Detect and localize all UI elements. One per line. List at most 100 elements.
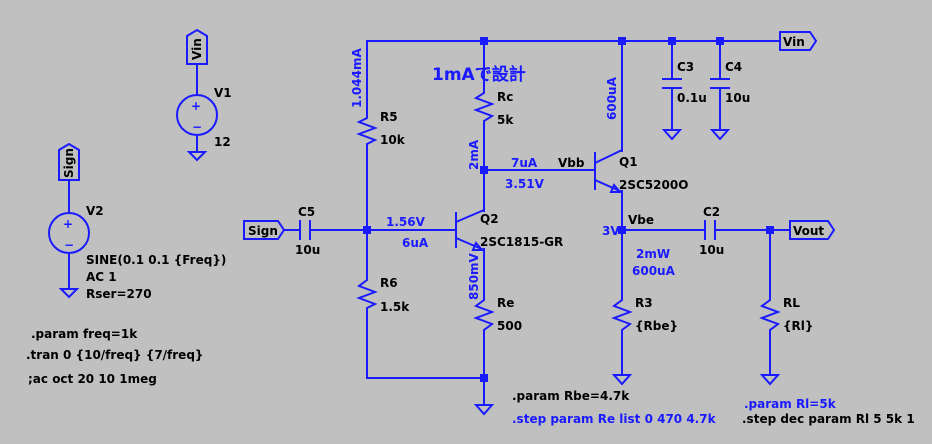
sign-input-label: Sign — [248, 224, 278, 238]
c4-name: C4 — [725, 60, 742, 74]
re-value: 500 — [497, 319, 522, 333]
ground-icon — [473, 404, 495, 416]
annotation-q2-base-voltage: 1.56V — [386, 215, 426, 229]
net-flag-vin-rail[interactable]: Vin — [779, 31, 818, 51]
junction-dot — [480, 37, 488, 45]
minus-icon: − — [64, 238, 74, 252]
annotation-r5-current: 1.044mA — [350, 48, 364, 108]
voltage-source-v2[interactable]: + − V2 SINE(0.1 0.1 {Freq}) AC 1 Rser=27… — [48, 204, 226, 301]
c4-value: 10u — [725, 91, 750, 105]
param-rbe[interactable]: .param Rbe=4.7k — [512, 389, 630, 403]
capacitor-c5[interactable]: C5 10u — [295, 205, 320, 257]
v2-spec-line: AC 1 — [86, 270, 117, 284]
junction-dot — [668, 37, 676, 45]
junction-dot — [480, 166, 488, 174]
c5-value: 10u — [295, 243, 320, 257]
r3-value: {Rbe} — [635, 319, 678, 333]
wire-vin-rail — [366, 40, 780, 110]
v1-value: 12 — [214, 135, 231, 149]
c2-name: C2 — [703, 205, 720, 219]
wire-r6-ground — [366, 315, 484, 379]
junction-dot — [618, 37, 626, 45]
resistor-r5[interactable]: R5 10k — [356, 110, 406, 150]
transistor-q2[interactable]: Q2 2SC1815-GR — [455, 209, 563, 251]
resistor-rl[interactable]: RL {Rl} — [759, 290, 813, 340]
directive-line[interactable]: .tran 0 {10/freq} {7/freq} — [26, 348, 203, 362]
c3-value: 0.1u — [677, 91, 707, 105]
step-re[interactable]: .step param Re list 0 470 4.7k — [512, 412, 717, 426]
ground-icon — [661, 129, 683, 141]
c5-name: C5 — [298, 205, 315, 219]
capacitor-c4[interactable]: C4 10u — [710, 60, 750, 105]
annotation-q1-collector: 600uA — [605, 76, 619, 120]
net-flag-sign-v2[interactable]: Sign — [58, 142, 80, 181]
plus-icon: + — [63, 217, 73, 231]
resistor-r6[interactable]: R6 1.5k — [356, 270, 410, 315]
vout-label: Vout — [793, 224, 824, 238]
minus-icon: − — [192, 120, 202, 134]
q2-model: 2SC1815-GR — [480, 235, 563, 249]
voltage-source-v1[interactable]: + − V1 12 — [176, 86, 232, 149]
ground-icon — [58, 288, 80, 299]
net-flag-sign-input[interactable]: Sign — [243, 220, 286, 240]
annotations: 1.044mA 1mAで設計 2mA 600uA 7uA 3.51V 1.56V… — [350, 48, 676, 300]
junction-dot — [480, 374, 488, 382]
vin-rail-label: Vin — [783, 35, 805, 49]
net-flag-vin-v1[interactable]: Vin — [186, 28, 208, 65]
ground-icon — [709, 129, 731, 141]
r3-name: R3 — [635, 296, 653, 310]
annotation-q2-collector-voltage: 3.51V — [505, 177, 545, 191]
rc-name: Rc — [497, 90, 513, 104]
node-label-vbe: Vbe — [628, 213, 654, 227]
wires — [68, 40, 790, 405]
resistor-rc[interactable]: Rc 5k — [473, 85, 514, 130]
re-name: Re — [497, 296, 514, 310]
plus-icon: + — [191, 99, 201, 113]
sign-flag-label: Sign — [62, 148, 76, 178]
ground-icon — [186, 151, 208, 162]
capacitor-c2[interactable]: C2 10u — [699, 205, 724, 257]
r5-value: 10k — [380, 133, 406, 147]
step-rl[interactable]: .step dec param Rl 5 5k 1 — [742, 412, 915, 426]
annotation-q2-emitter-voltage: 850mV — [467, 252, 481, 300]
r6-value: 1.5k — [380, 300, 410, 314]
transistor-q1[interactable]: Q1 2SC5200O — [594, 149, 688, 193]
rl-value: {Rl} — [783, 319, 813, 333]
annotation-rc-current: 2mA — [467, 139, 481, 170]
v2-spec-line: SINE(0.1 0.1 {Freq}) — [86, 253, 226, 267]
vin-flag-label: Vin — [190, 38, 204, 60]
junction-dot — [766, 226, 774, 234]
ground-icon — [759, 374, 781, 386]
ground-symbols — [58, 129, 781, 416]
annotation-design-note: 1mAで設計 — [432, 64, 526, 85]
q2-name: Q2 — [480, 212, 499, 226]
spice-directives: .param freq=1k .tran 0 {10/freq} {7/freq… — [26, 327, 915, 426]
param-rl[interactable]: .param Rl=5k — [744, 397, 837, 411]
c2-value: 10u — [699, 243, 724, 257]
c3-name: C3 — [677, 60, 694, 74]
v2-spec-line: Rser=270 — [86, 287, 152, 301]
net-flag-vout[interactable]: Vout — [789, 220, 836, 240]
annotation-q2-base-current: 6uA — [402, 236, 429, 250]
directive-line[interactable]: .param freq=1k — [31, 327, 138, 341]
node-label-vbb: Vbb — [558, 156, 585, 170]
rl-name: RL — [783, 296, 800, 310]
junction-dot — [618, 226, 626, 234]
q1-model: 2SC5200O — [619, 178, 688, 192]
r6-name: R6 — [380, 276, 398, 290]
directive-line[interactable]: ;ac oct 20 10 1meg — [28, 372, 157, 386]
junctions — [363, 37, 774, 382]
junction-dot — [716, 37, 724, 45]
ground-icon — [611, 374, 633, 386]
q1-name: Q1 — [619, 155, 638, 169]
annotation-base-current: 7uA — [511, 156, 538, 170]
annotation-power: 2mW — [636, 247, 670, 261]
v2-name: V2 — [86, 204, 104, 218]
r5-name: R5 — [380, 110, 398, 124]
resistor-r3[interactable]: R3 {Rbe} — [611, 292, 678, 340]
resistor-re[interactable]: Re 500 — [473, 290, 522, 340]
capacitor-c3[interactable]: C3 0.1u — [662, 60, 707, 105]
rc-value: 5k — [497, 113, 514, 127]
